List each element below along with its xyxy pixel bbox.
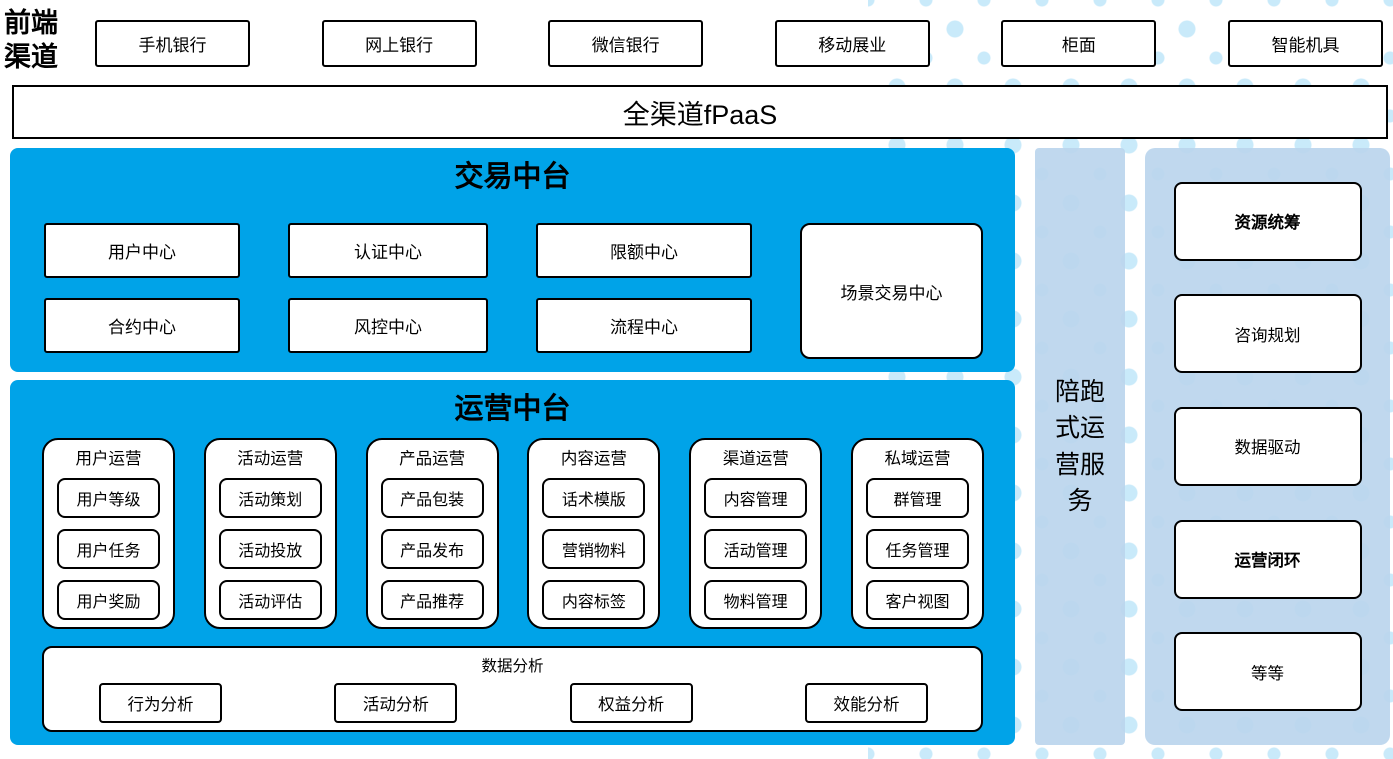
group-product-operations: 产品运营 产品包装 产品发布 产品推荐: [365, 438, 499, 629]
right-panel-item-4: 等等: [1173, 632, 1362, 712]
right-panel-item-0: 资源统筹: [1173, 181, 1362, 261]
group-title: 活动运营: [237, 450, 304, 468]
group-item: 用户等级: [57, 478, 160, 518]
service-features-panel: 资源统筹 咨询规划 数据驱动 运营闭环 等等: [1145, 148, 1390, 745]
group-title: 私域运营: [884, 450, 951, 468]
channel-box-smart-devices: 智能机具: [1227, 20, 1383, 67]
fpaas-bar: 全渠道fPaaS: [12, 85, 1388, 139]
group-item: 任务管理: [865, 529, 969, 569]
group-item: 活动管理: [704, 529, 808, 569]
group-items: 群管理 任务管理 客户视图: [865, 478, 969, 620]
transaction-platform-block: 交易中台 用户中心 合约中心 认证中心 风控中心 限额中心 流程中心 场景交易中…: [10, 148, 1015, 372]
group-content-operations: 内容运营 话术模版 营销物料 内容标签: [527, 438, 661, 629]
analytics-box-benefit: 权益分析: [569, 683, 693, 723]
front-channels-row: 手机银行 网上银行 微信银行 移动展业 柜面 智能机具: [95, 20, 1383, 67]
group-item: 用户任务: [57, 529, 160, 569]
right-panel-item-2: 数据驱动: [1173, 406, 1362, 486]
channel-box-wechat-banking: 微信银行: [548, 20, 704, 67]
data-analytics-container: 数据分析 行为分析 活动分析 权益分析 效能分析: [42, 646, 983, 732]
analytics-box-activity: 活动分析: [334, 683, 458, 723]
transaction-column: 认证中心 风控中心: [288, 223, 488, 353]
group-items: 活动策划 活动投放 活动评估: [218, 478, 322, 620]
group-channel-operations: 渠道运营 内容管理 活动管理 物料管理: [689, 438, 823, 629]
right-panel-item-1: 咨询规划: [1173, 294, 1362, 374]
data-analytics-items: 行为分析 活动分析 权益分析 效能分析: [44, 683, 981, 723]
group-item: 活动评估: [218, 580, 322, 620]
group-item: 客户视图: [865, 580, 969, 620]
group-title: 内容运营: [560, 450, 627, 468]
group-item: 内容标签: [542, 580, 646, 620]
group-item: 活动策划: [218, 478, 322, 518]
transaction-column: 用户中心 合约中心: [44, 223, 240, 353]
group-item: 活动投放: [218, 529, 322, 569]
group-item: 用户奖励: [57, 580, 160, 620]
group-item: 产品发布: [380, 529, 484, 569]
channel-box-counter: 柜面: [1001, 20, 1157, 67]
front-channels-label: 前端渠道: [4, 8, 58, 72]
data-analytics-title: 数据分析: [481, 658, 544, 675]
group-items: 内容管理 活动管理 物料管理: [704, 478, 808, 620]
center-box-scene-transaction: 场景交易中心: [800, 223, 983, 359]
analytics-box-behavior: 行为分析: [99, 683, 222, 723]
center-box-limit: 限额中心: [536, 223, 752, 278]
transaction-platform-body: 用户中心 合约中心 认证中心 风控中心 限额中心 流程中心 场景交易中心: [10, 197, 1015, 359]
group-items: 用户等级 用户任务 用户奖励: [57, 478, 160, 620]
channel-box-mobile-banking: 手机银行: [95, 20, 250, 67]
center-box-process: 流程中心: [536, 298, 752, 353]
group-item: 话术模版: [542, 478, 646, 518]
group-activity-operations: 活动运营 活动策划 活动投放 活动评估: [203, 438, 337, 629]
center-box-auth: 认证中心: [288, 223, 488, 278]
group-item: 物料管理: [704, 580, 808, 620]
group-item: 营销物料: [542, 529, 646, 569]
group-item: 产品推荐: [380, 580, 484, 620]
group-items: 产品包装 产品发布 产品推荐: [380, 478, 484, 620]
center-box-contract: 合约中心: [44, 298, 240, 353]
center-box-user: 用户中心: [44, 223, 240, 278]
group-title: 渠道运营: [722, 450, 789, 468]
center-box-risk: 风控中心: [288, 298, 488, 353]
operations-platform-block: 运营中台 用户运营 用户等级 用户任务 用户奖励 活动运营 活动策划 活动投放 …: [10, 380, 1015, 745]
group-title: 产品运营: [399, 450, 466, 468]
channel-box-online-banking: 网上银行: [321, 20, 477, 67]
operations-platform-title: 运营中台: [454, 393, 571, 425]
companion-operation-service-label: 陪跑式运营服务: [1054, 378, 1105, 515]
group-item: 群管理: [865, 478, 969, 518]
group-user-operations: 用户运营 用户等级 用户任务 用户奖励: [42, 438, 175, 629]
companion-operation-service-bar: 陪跑式运营服务: [1035, 148, 1125, 745]
transaction-column: 限额中心 流程中心: [536, 223, 752, 353]
group-item: 内容管理: [704, 478, 808, 518]
channel-box-mobile-sales: 移动展业: [774, 20, 930, 67]
group-item: 产品包装: [380, 478, 484, 518]
analytics-box-efficiency: 效能分析: [804, 683, 928, 723]
group-title: 用户运营: [75, 450, 142, 468]
group-items: 话术模版 营销物料 内容标签: [542, 478, 646, 620]
operations-groups-row: 用户运营 用户等级 用户任务 用户奖励 活动运营 活动策划 活动投放 活动评估 …: [10, 429, 1015, 629]
group-private-domain-operations: 私域运营 群管理 任务管理 客户视图: [850, 438, 984, 629]
right-panel-item-3: 运营闭环: [1173, 519, 1362, 599]
transaction-platform-title: 交易中台: [454, 161, 571, 193]
